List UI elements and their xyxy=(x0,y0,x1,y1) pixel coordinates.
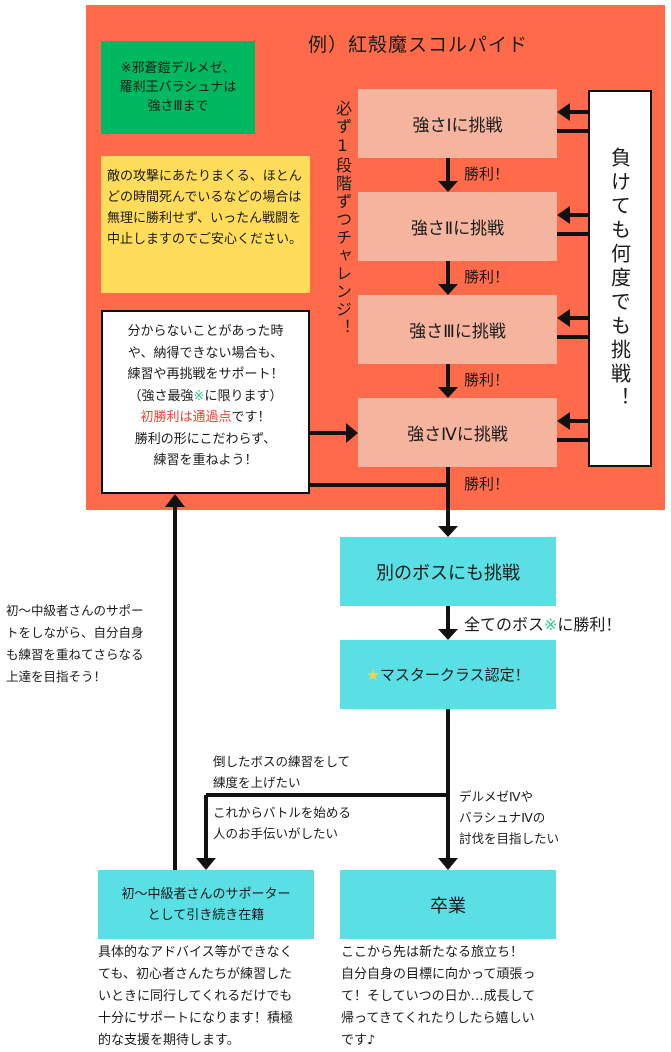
other-boss-box: 別のボスにも挑戦 xyxy=(340,537,556,606)
left-note-line: 初～中級者さんのサポー xyxy=(6,603,144,618)
graduate-label: 卒業 xyxy=(430,895,466,917)
green-note: ※邪蒼鎧デルメゼ、 羅刹王バラシュナは 強さⅢまで xyxy=(101,41,255,134)
branch-text: デルメゼⅣや xyxy=(459,789,534,804)
step-1-box: 強さⅠに挑戦 xyxy=(358,89,557,158)
all-boss-text: に勝利！ xyxy=(557,615,622,634)
asterisk-mark: ※ xyxy=(193,388,205,404)
support-line: 勝利の形にこだわらず、 xyxy=(134,431,277,447)
support-line: 練習や再挑戦をサポート！ xyxy=(127,367,284,382)
arrowhead xyxy=(557,206,570,224)
support-line: 分からないことがあった時 xyxy=(127,324,284,339)
arrowhead xyxy=(557,103,570,121)
panel-title: 例）紅殻魔スコルパイド xyxy=(308,34,529,56)
left-note-line: も練習を重ねてさらなる xyxy=(6,647,144,662)
win-label: 勝利！ xyxy=(464,475,510,493)
win-label: 勝利！ xyxy=(464,268,510,286)
green-note-line: 強さⅢまで xyxy=(147,99,209,114)
branch-text: 討伐を目指したい xyxy=(459,831,560,846)
support-line: （強さ最強※に限ります） xyxy=(103,386,308,408)
support-line: 初勝利は通過点です！ xyxy=(103,407,308,429)
desc-line: ても、初心者さんたちが練習した xyxy=(98,967,292,982)
branch-graduate-label: デルメゼⅣや バラシュナⅣの 討伐を目指したい xyxy=(459,786,559,849)
support-text: に限ります） xyxy=(204,388,283,404)
desc-line: 的な支援を期待します。 xyxy=(98,1033,240,1048)
desc-line: いときに同行してくれるだけでも xyxy=(98,989,293,1004)
support-line: 練習を重ねよう！ xyxy=(153,453,258,468)
supporter-box: 初～中級者さんのサポーター として引き続き在籍 xyxy=(98,870,314,939)
master-class-box: ★マスタークラス認定！ xyxy=(340,640,556,709)
arrowhead xyxy=(196,858,216,870)
step-2-box: 強さⅡに挑戦 xyxy=(358,192,557,261)
graduate-desc: ここから先は新たなる旅立ち！ 自分自身の目標に向かって頑張っ て！そしていつの日… xyxy=(341,942,535,1052)
step-4-box: 強さⅣに挑戦 xyxy=(358,398,557,467)
support-text: （強さ最強 xyxy=(128,388,194,404)
master-label: マスタークラス認定！ xyxy=(379,666,530,684)
star-icon: ★ xyxy=(366,665,380,684)
step-label: 強さⅢに挑戦 xyxy=(409,322,506,342)
left-note-line: 上達を目指そう！ xyxy=(6,669,107,684)
arrowhead xyxy=(438,387,458,398)
arrowhead xyxy=(438,526,458,537)
branch-text: バラシュナⅣの xyxy=(459,810,546,825)
branch-text: 練度を上げたい xyxy=(213,775,301,790)
asterisk-mark: ※ xyxy=(544,615,558,634)
arrowhead xyxy=(438,858,458,870)
supporter-line: 初～中級者さんのサポーター xyxy=(121,886,291,902)
left-note: 初～中級者さんのサポー トをしながら、自分自身 も練習を重ねてさらなる 上達を目… xyxy=(6,600,144,688)
branch-help-label: これからバトルを始める 人のお手伝いがしたい xyxy=(213,802,351,844)
branch-text: 人のお手伝いがしたい xyxy=(213,826,339,841)
arrowhead xyxy=(346,423,358,443)
desc-line: て！そしていつの日か…成長して xyxy=(341,989,536,1004)
supporter-line: として引き続き在籍 xyxy=(147,907,265,923)
desc-line: 自分自身の目標に向かって頑張っ xyxy=(341,967,536,982)
arrowhead xyxy=(557,309,570,327)
arrowhead xyxy=(438,181,458,192)
all-boss-label: 全てのボス※に勝利！ xyxy=(464,611,621,635)
support-text: です！ xyxy=(231,410,271,425)
win-label: 勝利！ xyxy=(464,165,510,183)
desc-line: 十分にサポートになります！積極 xyxy=(98,1011,294,1026)
left-note-line: トをしながら、自分自身 xyxy=(6,625,144,640)
arrowhead xyxy=(165,494,185,507)
desc-line: 具体的なアドバイス等ができなく xyxy=(98,945,293,960)
green-note-line: ※邪蒼鎧デルメゼ、 xyxy=(120,61,236,76)
support-line: や、納得できない場合も、 xyxy=(127,345,284,361)
branch-text: 倒したボスの練習をして xyxy=(213,754,351,769)
retry-text: 負けても何度でも挑戦！ xyxy=(607,146,632,411)
highlight-text: 初勝利は通過点 xyxy=(140,410,232,425)
other-boss-label: 別のボスにも挑戦 xyxy=(376,562,520,584)
arrowhead xyxy=(557,412,570,430)
arrowhead xyxy=(438,629,458,640)
win-label: 勝利！ xyxy=(464,371,510,389)
branch-practice-label: 倒したボスの練習をして 練度を上げたい xyxy=(213,751,350,793)
step-label: 強さⅣに挑戦 xyxy=(407,425,508,445)
yellow-note: 敵の攻撃にあたりまくる、ほとんどの時間死んでいるなどの場合は無理に勝利せず、いっ… xyxy=(101,156,310,293)
retry-box: 負けても何度でも挑戦！ xyxy=(588,90,652,467)
graduate-box: 卒業 xyxy=(340,870,556,939)
supporter-desc: 具体的なアドバイス等ができなく ても、初心者さんたちが練習した いときに同行して… xyxy=(98,942,293,1052)
yellow-note-text: 敵の攻撃にあたりまくる、ほとんどの時間死んでいるなどの場合は無理に勝利せず、いっ… xyxy=(107,169,303,247)
step-label: 強さⅡに挑戦 xyxy=(410,219,505,239)
all-boss-text: 全てのボス xyxy=(464,615,545,634)
desc-line: です♪ xyxy=(341,1033,376,1048)
step-label: 強さⅠに挑戦 xyxy=(412,116,503,136)
desc-line: 帰ってきてくれたりしたら嬉しい xyxy=(341,1011,535,1026)
desc-line: ここから先は新たなる旅立ち！ xyxy=(341,945,524,960)
support-box: 分からないことがあった時 や、納得できない場合も、 練習や再挑戦をサポート！ （… xyxy=(101,310,310,494)
arrowhead xyxy=(438,284,458,295)
branch-text: これからバトルを始める xyxy=(213,805,351,820)
vertical-note: 必ず1段階ずつチャレンジ！ xyxy=(333,100,352,337)
green-note-line: 羅刹王バラシュナは xyxy=(119,80,237,95)
step-3-box: 強さⅢに挑戦 xyxy=(358,295,557,364)
